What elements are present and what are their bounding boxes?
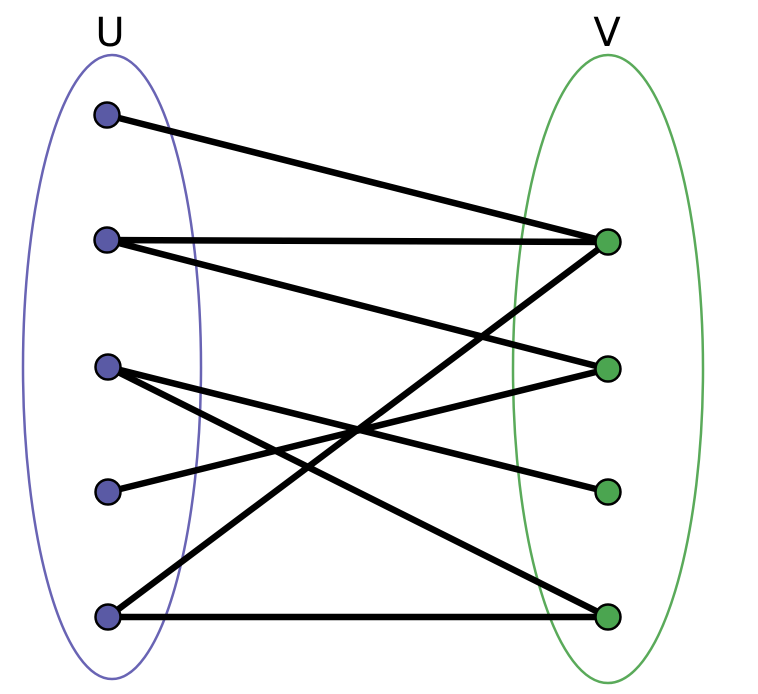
node-u5 bbox=[94, 603, 122, 631]
node-v2 bbox=[594, 355, 622, 383]
node-u3 bbox=[94, 353, 122, 381]
set-label-U: U bbox=[95, 10, 124, 56]
edge-u2-v2 bbox=[106, 236, 609, 373]
vertex-dots bbox=[93, 101, 622, 631]
node-u1 bbox=[93, 101, 121, 129]
set-ellipse-U bbox=[21, 53, 203, 681]
edge-u5-v1 bbox=[106, 239, 610, 620]
node-u4 bbox=[94, 478, 122, 506]
node-u2 bbox=[93, 226, 121, 254]
edge-lines bbox=[106, 111, 610, 621]
set-label-V: V bbox=[593, 10, 621, 56]
set-outlines bbox=[21, 53, 705, 685]
node-v3 bbox=[594, 478, 622, 506]
edge-u3-v4 bbox=[106, 364, 610, 620]
set-ellipse-V bbox=[511, 53, 705, 685]
edge-u1-v1 bbox=[106, 111, 609, 246]
node-v1 bbox=[594, 228, 622, 256]
edge-u2-v1 bbox=[106, 236, 609, 246]
node-v4 bbox=[594, 603, 622, 631]
